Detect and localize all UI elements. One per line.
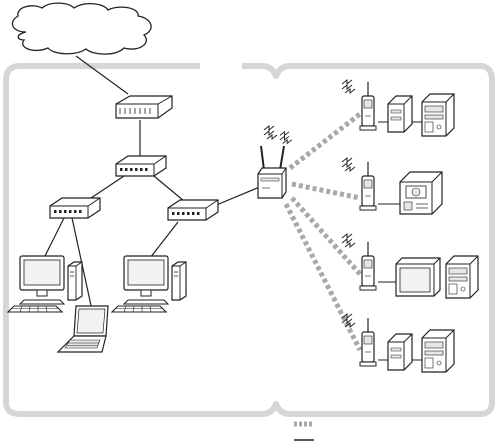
wireless-converter-icon	[360, 318, 376, 366]
switching-hub-right-icon	[168, 200, 218, 220]
wireless-client-1	[342, 80, 454, 136]
panel-display-icon	[396, 258, 440, 296]
wireless-converter-icon	[360, 82, 376, 130]
wireless-client-3	[342, 234, 478, 298]
tower-device-icon	[422, 330, 454, 372]
wired-lan-panel	[6, 66, 492, 414]
wireless-link-client-2	[292, 184, 360, 198]
link-hub-left-pc-left	[44, 218, 64, 258]
internet-cloud-icon	[12, 3, 151, 54]
laptop-icon	[58, 306, 108, 352]
small-device-icon	[388, 334, 412, 370]
router-icon	[116, 96, 172, 118]
switching-hub-main-icon	[116, 156, 166, 176]
printer-device-icon	[400, 172, 442, 214]
link-internet-router	[76, 56, 128, 94]
desktop-pc-left-icon	[8, 256, 82, 312]
wireless-access-point-icon	[258, 146, 286, 198]
link-hub-right-pc-right	[150, 222, 178, 258]
wireless-client-2	[342, 158, 442, 214]
wireless-converter-icon	[360, 242, 376, 290]
wireless-link-client-4	[286, 204, 360, 350]
switching-hub-left-icon	[50, 198, 100, 218]
tower-device-icon	[446, 256, 478, 298]
link-hub-right-ap	[214, 186, 262, 206]
wireless-converter-icon	[360, 162, 376, 210]
wireless-links	[286, 114, 360, 350]
wireless-signal-icon	[264, 126, 277, 139]
legend	[294, 424, 314, 440]
wireless-signal-icon	[342, 80, 355, 93]
wireless-signal-icon	[280, 132, 292, 144]
desktop-pc-right-icon	[112, 256, 186, 312]
wireless-signal-icon	[342, 234, 355, 247]
small-device-icon	[388, 96, 412, 132]
link-hub-main-hub-left	[88, 176, 124, 200]
link-hub-main-hub-right	[154, 176, 184, 201]
tower-device-icon	[422, 94, 454, 136]
wireless-signal-icon	[342, 158, 355, 171]
